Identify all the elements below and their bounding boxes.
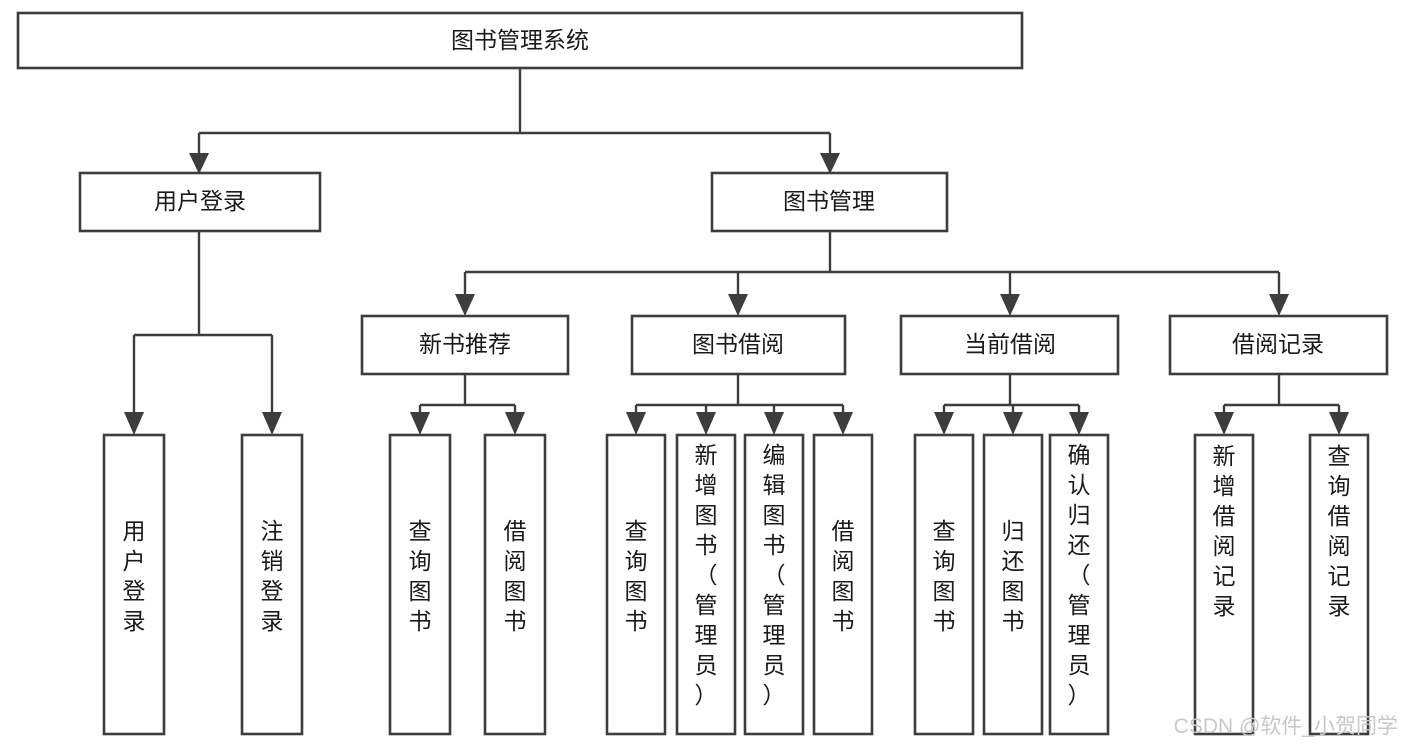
node-book-borrow-label: 图书借阅 [692,331,784,357]
leaf-node-query-book-newbook-label: 查询图书 [409,518,432,634]
leaf-node-add-borrow-record-label: 新增借阅记录 [1213,443,1236,619]
node-user-login-label: 用户登录 [154,188,246,214]
arrow-head-root-to-user-login [189,153,209,174]
leaf-node-borrow-book-newbook[interactable]: 借阅图书 [483,433,547,736]
node-root-label: 图书管理系统 [451,27,589,53]
leaf-node-query-book-borrow-label: 查询图书 [625,518,648,634]
arrow-head-record-leaf-2 [1329,412,1349,435]
node-root-box [16,11,1024,70]
leaf-node-query-book-newbook-box [388,433,452,736]
leaf-node-logout-box [240,433,304,736]
leaf-node-add-borrow-record-box [1193,433,1255,736]
node-new-book-recommend[interactable]: 新书推荐 [360,314,570,376]
node-current-borrow-label: 当前借阅 [964,331,1056,357]
arrow-head-newbook-leaf-1 [410,412,430,435]
node-borrow-record-label: 借阅记录 [1232,331,1324,357]
arrow-head-borrow-leaf-3 [764,412,784,435]
node-book-management-box [710,171,949,233]
arrow-head-bookmgmt-borrow [728,294,748,316]
leaf-node-borrow-book-borrow-box [812,433,874,736]
csdn-watermark: CSDN @软件_小贺同学 [1174,715,1398,738]
node-new-book-recommend-box [360,314,570,376]
arrow-head-borrow-leaf-1 [626,412,646,435]
node-user-login-box [78,171,322,233]
arrow-head-borrow-leaf-4 [833,412,853,435]
arrow-head-bookmgmt-current [1000,294,1020,316]
node-user-login[interactable]: 用户登录 [78,171,322,233]
leaf-node-logout[interactable]: 注销登录 [240,433,304,736]
node-book-management[interactable]: 图书管理 [710,171,949,233]
leaf-node-confirm-return-admin-box [1048,433,1110,736]
arrow-head-current-leaf-3 [1069,412,1089,435]
node-borrow-record[interactable]: 借阅记录 [1168,314,1389,376]
leaf-node-confirm-return-admin[interactable]: 确认归还（管理员） [1048,433,1110,736]
node-new-book-recommend-label: 新书推荐 [419,331,511,357]
leaf-node-add-book-admin[interactable]: 新增图书（管理员） [675,433,737,736]
arrow-head-root-to-book-mgmt [820,153,840,174]
leaf-node-user-login[interactable]: 用户登录 [102,433,166,736]
node-book-borrow[interactable]: 图书借阅 [630,314,847,376]
leaf-node-add-book-admin-box [675,433,737,736]
leaf-node-add-book-admin-label: 新增图书（管理员） [695,442,718,708]
arrow-head-current-leaf-1 [934,412,954,435]
arrow-head-userlogin-leaf-2 [262,412,282,435]
node-current-borrow[interactable]: 当前借阅 [899,314,1120,376]
leaf-node-borrow-book-borrow[interactable]: 借阅图书 [812,433,874,736]
leaf-node-borrow-book-borrow-label: 借阅图书 [832,518,855,634]
leaf-node-user-login-label: 用户登录 [123,518,146,634]
leaf-node-query-book-current[interactable]: 查询图书 [913,433,975,736]
node-book-management-label: 图书管理 [783,188,875,214]
arrow-head-bookmgmt-newbook [455,294,475,316]
leaf-node-edit-book-admin-box [743,433,805,736]
leaf-node-query-book-current-box [913,433,975,736]
leaf-node-query-borrow-record[interactable]: 查询借阅记录 [1308,433,1370,736]
leaf-node-return-book-label: 归还图书 [1002,518,1025,634]
arrow-head-bookmgmt-record [1269,294,1289,316]
arrow-head-borrow-leaf-2 [696,412,716,435]
arrow-head-current-leaf-2 [1003,412,1023,435]
leaf-node-edit-book-admin[interactable]: 编辑图书（管理员） [743,433,805,736]
leaf-node-query-book-borrow[interactable]: 查询图书 [605,433,667,736]
arrow-head-userlogin-leaf-1 [124,412,144,435]
connector-layer [124,68,1349,435]
node-borrow-record-box [1168,314,1389,376]
node-book-borrow-box [630,314,847,376]
leaf-node-query-borrow-record-box [1308,433,1370,736]
leaf-node-borrow-book-newbook-box [483,433,547,736]
leaf-node-query-book-current-label: 查询图书 [933,518,956,634]
leaf-node-borrow-book-newbook-label: 借阅图书 [504,518,527,634]
node-root-book-management-system[interactable]: 图书管理系统 [16,11,1024,70]
leaf-node-add-borrow-record[interactable]: 新增借阅记录 [1193,433,1255,736]
leaf-node-logout-label: 注销登录 [261,518,284,634]
leaf-node-return-book[interactable]: 归还图书 [982,433,1044,736]
node-current-borrow-box [899,314,1120,376]
leaf-node-query-book-newbook[interactable]: 查询图书 [388,433,452,736]
leaf-node-return-book-box [982,433,1044,736]
leaf-node-query-borrow-record-label: 查询借阅记录 [1328,443,1351,619]
leaf-node-edit-book-admin-label: 编辑图书（管理员） [763,442,786,708]
leaf-node-query-book-borrow-box [605,433,667,736]
leaf-node-confirm-return-admin-label: 确认归还（管理员） [1068,442,1091,708]
arrow-head-record-leaf-1 [1214,412,1234,435]
arrow-head-newbook-leaf-2 [505,412,525,435]
leaf-node-user-login-box [102,433,166,736]
